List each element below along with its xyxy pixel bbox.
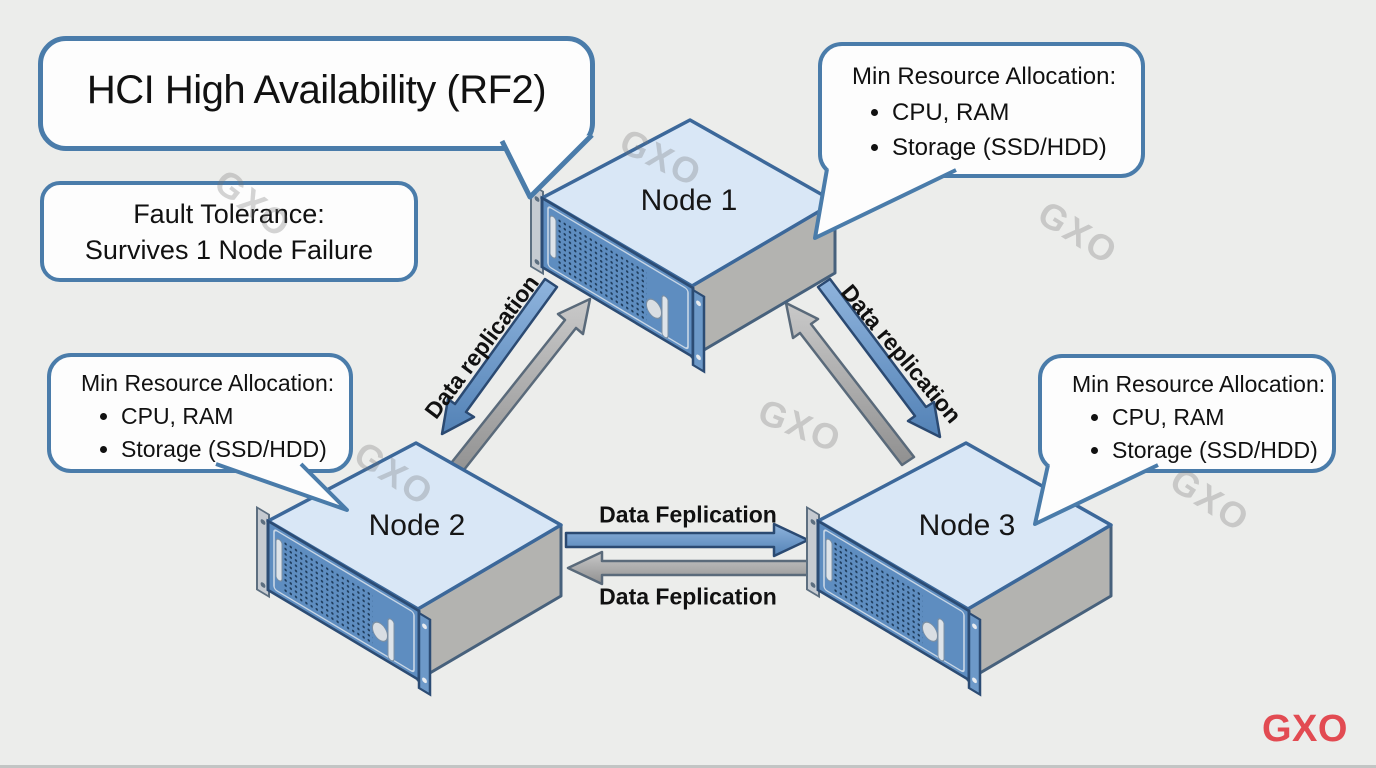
arrow-node1-to-node2: [440, 277, 559, 436]
arrow-node1-to-node3: [816, 277, 942, 439]
fault-tolerance-line2: Survives 1 Node Failure: [84, 234, 374, 265]
replication-label-node3-node2: Data Feplication: [599, 583, 777, 610]
resource-bullet: Storage (SSD/HDD): [1112, 434, 1322, 467]
fault-tolerance-box: Fault Tolerance: Survives 1 Node Failure: [40, 181, 418, 282]
node2-label: Node 2: [368, 509, 466, 542]
resource-callout-node1: Min Resource Allocation: CPU, RAM Storag…: [818, 42, 1145, 178]
bottom-edge-line: [0, 765, 1376, 768]
resource-callout-list: CPU, RAM Storage (SSD/HDD): [81, 400, 339, 466]
resource-bullet: Storage (SSD/HDD): [121, 433, 339, 466]
resource-callout-node2: Min Resource Allocation: CPU, RAM Storag…: [47, 353, 353, 473]
resource-callout-heading: Min Resource Allocation:: [1072, 371, 1326, 397]
resource-bullet: CPU, RAM: [892, 95, 1131, 130]
resource-callout-node3: Min Resource Allocation: CPU, RAM Storag…: [1038, 354, 1336, 473]
arrow-node2-to-node1: [442, 297, 592, 482]
resource-callout-list: CPU, RAM Storage (SSD/HDD): [1072, 401, 1322, 467]
node3-label: Node 3: [918, 509, 1016, 542]
resource-bullet: CPU, RAM: [121, 400, 339, 433]
gxo-logo: GXO: [1262, 708, 1348, 750]
arrow-node3-to-node1: [784, 301, 916, 467]
resource-bullet: CPU, RAM: [1112, 401, 1322, 434]
resource-callout-heading: Min Resource Allocation:: [81, 370, 335, 396]
title-callout: HCI High Availability (RF2): [38, 36, 595, 151]
page-title: HCI High Availability (RF2): [86, 68, 547, 112]
node1-label: Node 1: [640, 184, 738, 217]
resource-bullet: Storage (SSD/HDD): [892, 130, 1131, 165]
fault-tolerance-line1: Fault Tolerance:: [133, 198, 325, 229]
resource-callout-heading: Min Resource Allocation:: [852, 63, 1117, 90]
server-node-3: [805, 441, 1113, 697]
replication-label-node2-node3: Data Feplication: [599, 501, 777, 528]
arrow-node3-to-node2: [566, 550, 814, 586]
arrow-node2-to-node3: [564, 522, 810, 558]
resource-callout-list: CPU, RAM Storage (SSD/HDD): [852, 95, 1131, 165]
